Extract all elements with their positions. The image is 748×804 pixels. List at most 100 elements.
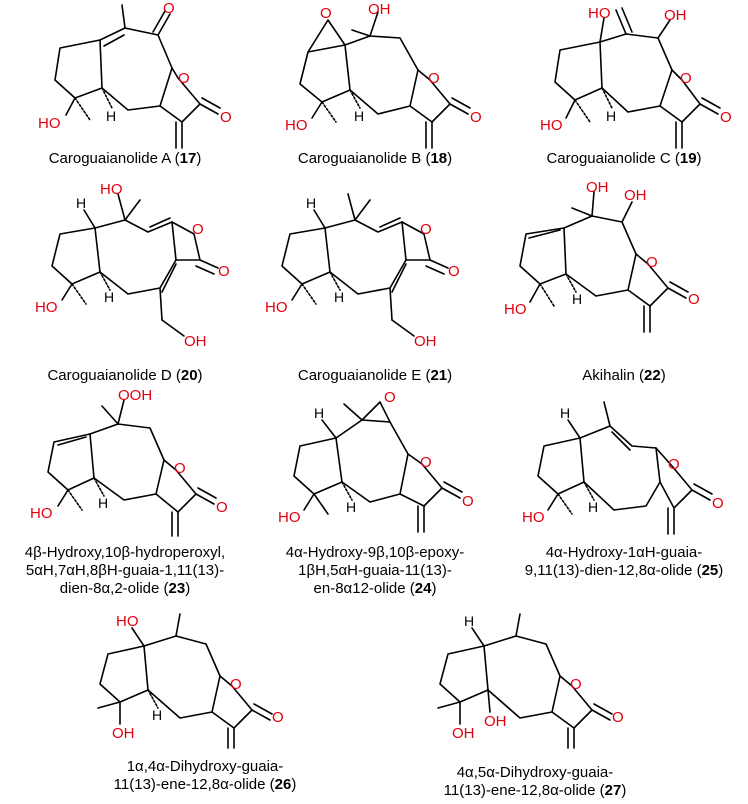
- compound-name-line: dien-8α,2-olide: [59, 580, 160, 597]
- structure-24-drawing: O H O O HO H: [278, 389, 474, 533]
- hydrogen-label: H: [354, 108, 364, 124]
- compound-number: 23: [168, 580, 186, 597]
- hydroxyl-label-c1: HO: [116, 613, 139, 630]
- hydroxyl-label-c4: OH: [112, 725, 135, 742]
- carbonyl-oxygen: O: [216, 499, 228, 516]
- caption-19: Caroguaianolide C (19): [546, 150, 702, 167]
- structure-23-drawing: OOH O O HO H: [30, 387, 228, 537]
- hydroperoxyl-label: OOH: [118, 387, 152, 404]
- hydroxyl-label-c4: HO: [278, 509, 301, 526]
- hydrogen-label-c1: H: [560, 405, 570, 421]
- structure-25: H O O HO H: [500, 390, 748, 540]
- compound-name: Caroguaianolide A: [48, 150, 171, 167]
- furanone-oxygen: O: [192, 221, 204, 238]
- compound-name-line: 5αH,7αH,8βH-guaia-1,11(13)-: [25, 562, 225, 579]
- structure-25-drawing: H O O HO H: [522, 401, 724, 535]
- hydroxyl-label-c4: HO: [540, 117, 563, 134]
- structure-21: H O O OH HO H: [250, 180, 500, 360]
- hydrogen-label-c5: H: [588, 499, 598, 515]
- compound-name: Caroguaianolide D: [47, 367, 172, 384]
- structure-27-drawing: H O O OH OH: [437, 613, 624, 749]
- compound-name: Caroguaianolide B: [297, 150, 422, 167]
- compound-name: Akihalin: [582, 367, 635, 384]
- caption-24: 4α-Hydroxy-9β,10β-epoxy- 1βH,5αH-guaia-1…: [250, 544, 500, 598]
- carbonyl-oxygen: O: [612, 709, 624, 726]
- compound-number: 22: [644, 367, 661, 384]
- compound-name-line: 11(13)-ene-12,8α-olide: [113, 776, 266, 793]
- lactone-oxygen: O: [668, 456, 680, 473]
- hydroxyl-label-c10: OH: [586, 179, 609, 196]
- caption-25: 4α-Hydroxy-1αH-guaia- 9,11(13)-dien-12,8…: [500, 544, 748, 580]
- hydrogen-label-c5: H: [334, 289, 344, 305]
- hydroxyl-label: HO: [100, 181, 123, 198]
- caption-26: 1α,4α-Dihydroxy-guaia- 11(13)-ene-12,8α-…: [60, 758, 350, 794]
- structure-24: O H O O HO H: [250, 389, 500, 540]
- hydrogen-label-c1: H: [76, 195, 86, 211]
- compound-number: 24: [414, 580, 432, 597]
- structure-19: HO OH O O HO H: [500, 0, 748, 180]
- caption-23: 4β-Hydroxy,10β-hydroperoxyl, 5αH,7αH,8βH…: [0, 544, 250, 598]
- compound-number: 21: [430, 367, 448, 384]
- hydrogen-label-c1: H: [464, 613, 474, 629]
- hydrogen-label: H: [152, 707, 162, 723]
- lactone-oxygen: O: [428, 70, 440, 87]
- furanone-oxygen: O: [420, 221, 432, 238]
- carbonyl-oxygen: O: [448, 263, 460, 280]
- structure-17-drawing: O O O HO H: [38, 0, 232, 149]
- structure-23: OOH O O HO H: [0, 387, 250, 540]
- structure-26-drawing: HO O O OH H: [97, 613, 284, 749]
- compound-number: 27: [604, 782, 622, 799]
- ketone-oxygen: O: [163, 0, 175, 17]
- carbonyl-oxygen: O: [218, 263, 230, 280]
- hydroxymethyl-label: OH: [414, 333, 437, 350]
- hydrogen-label-c5: H: [346, 499, 356, 515]
- structure-17: O O O HO H: [0, 0, 250, 180]
- structure-20-drawing: HO H O O OH HO H: [35, 181, 230, 350]
- caption-18: Caroguaianolide B (18): [297, 150, 453, 167]
- compound-number: 18: [430, 150, 448, 167]
- carbonyl-oxygen: O: [272, 709, 284, 726]
- compound-number: 17: [179, 150, 197, 167]
- hydrogen-label: H: [606, 108, 616, 124]
- hydroxyl-label-c4: HO: [522, 509, 545, 526]
- structure-27: H O O OH OH: [420, 608, 670, 749]
- caption-27: 4α,5α-Dihydroxy-guaia- 11(13)-ene-12,8α-…: [390, 764, 680, 800]
- compound-name: Caroguaianolide E: [297, 367, 422, 384]
- structure-26: HO O O OH H: [80, 608, 330, 749]
- structure-18: O OH O O HO H: [0, 0, 482, 180]
- compound-number: 25: [701, 562, 719, 579]
- compound-name-line: 9,11(13)-dien-12,8α-olide: [524, 562, 693, 579]
- compound-name-line: 4α-Hydroxy-1αH-guaia-: [545, 544, 703, 561]
- compound-number: 26: [274, 776, 292, 793]
- hydrogen-label-c1: H: [306, 195, 316, 211]
- hydroxyl-label-c9: OH: [624, 187, 647, 204]
- epoxide-oxygen: O: [384, 389, 396, 406]
- hydroxyl-label: OH: [368, 1, 391, 18]
- compound-name-line: 11(13)-ene-12,8α-olide: [443, 782, 596, 799]
- caption-20: Caroguaianolide D (20): [47, 367, 203, 384]
- hydroxyl-label-c9: OH: [664, 7, 687, 24]
- compound-name-line: 1βH,5αH-guaia-11(13)-: [298, 562, 452, 579]
- structure-20: HO H O O OH HO H: [0, 180, 250, 360]
- hydrogen-label-c1: H: [314, 405, 324, 421]
- hydrogen-label: H: [106, 108, 116, 124]
- compound-name-line: 4β-Hydroxy,10β-hydroperoxyl,: [24, 544, 226, 561]
- hydroxyl-label-c4: OH: [452, 725, 475, 742]
- hydrogen-label: H: [572, 291, 582, 307]
- lactone-oxygen: O: [420, 454, 432, 471]
- compound-name-line: 1α,4α-Dihydroxy-guaia-: [126, 758, 284, 775]
- hydroxyl-label-2: HO: [285, 117, 308, 134]
- lactone-oxygen: O: [230, 676, 242, 693]
- lactone-oxygen: O: [178, 70, 190, 87]
- compound-number: 20: [180, 367, 198, 384]
- carbonyl-oxygen: O: [462, 493, 474, 510]
- structure-19-drawing: HO OH O O HO H: [540, 5, 732, 149]
- hydrogen-label: H: [98, 495, 108, 511]
- caption-17: Caroguaianolide A (17): [48, 150, 202, 167]
- structure-22-drawing: OH OH O O HO H: [504, 179, 700, 333]
- carbonyl-oxygen: O: [712, 495, 724, 512]
- hydroxymethyl-label: OH: [184, 333, 207, 350]
- structure-21-drawing: H O O OH HO H: [265, 193, 460, 350]
- caption-22: Akihalin (22): [582, 367, 666, 384]
